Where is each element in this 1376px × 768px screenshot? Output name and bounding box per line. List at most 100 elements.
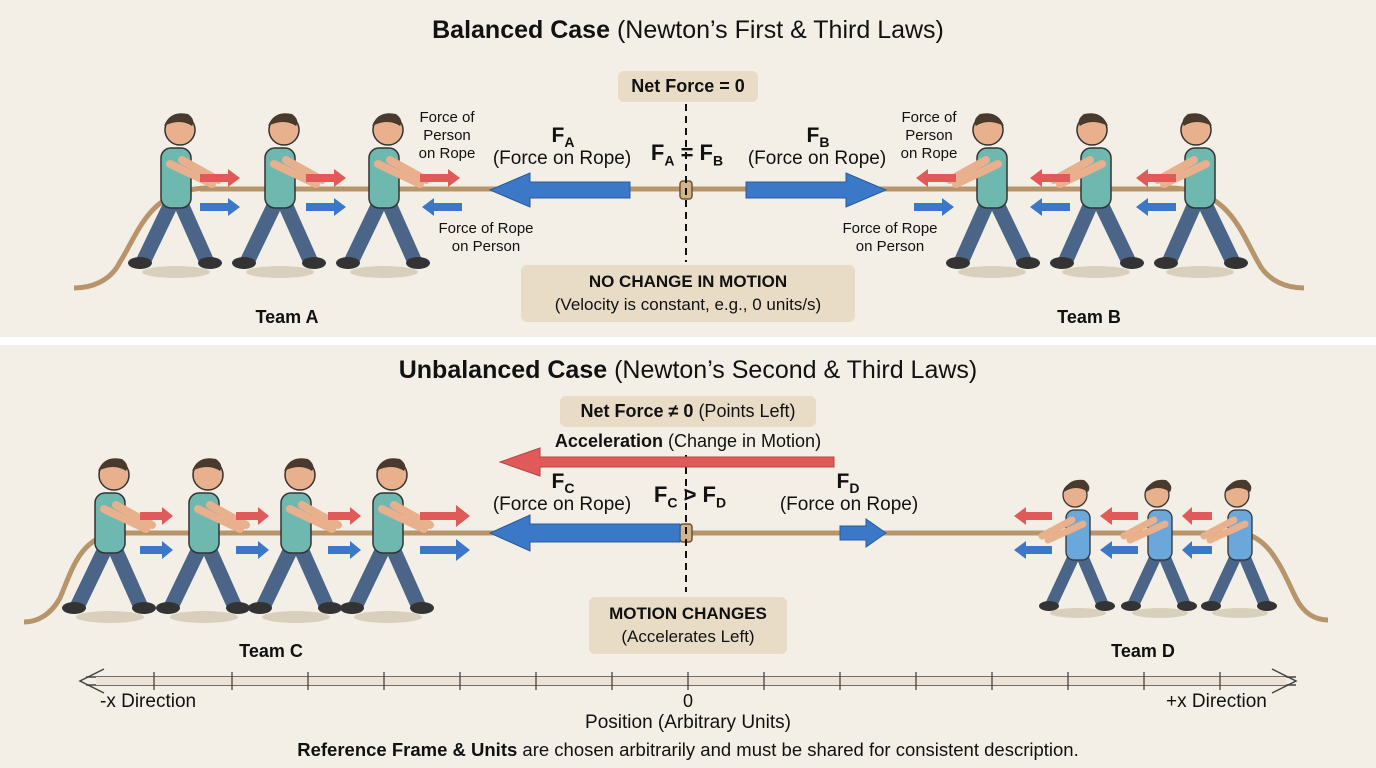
force-d-label: FD <box>770 470 926 496</box>
acceleration-label: Acceleration (Change in Motion) <box>538 431 838 452</box>
cmp-left: F <box>653 482 668 507</box>
cmp-left-sub: C <box>667 494 678 511</box>
balanced-title-bold: Balanced Case <box>432 16 610 44</box>
unbalanced-title: Unbalanced Case (Newton’s Second & Third… <box>0 356 1376 385</box>
arrow-left-icon <box>1100 541 1138 559</box>
arrow-left-icon <box>1030 169 1070 187</box>
eq-left-sub: A <box>664 152 675 169</box>
arrow-left-icon <box>422 198 462 216</box>
force-b-sub: B <box>819 134 830 151</box>
por-left-l3: on Rope <box>418 145 476 162</box>
team-a-label: Team A <box>255 307 319 327</box>
team-b-label: Team B <box>1057 307 1121 327</box>
arrow-right-icon <box>200 198 240 216</box>
force-d-desc: (Force on Rope) <box>779 494 919 515</box>
panel-divider <box>0 337 1376 345</box>
eq-right-sub: B <box>713 152 724 169</box>
no-change-sub: (Velocity is constant, e.g., 0 units/s) <box>554 295 822 314</box>
force-c-arrow <box>488 514 681 552</box>
force-a-letter: F <box>551 124 565 147</box>
arrow-right-icon <box>236 541 269 559</box>
force-a-sub: A <box>564 134 575 151</box>
reference-note-bold: Reference Frame & Units <box>297 739 518 760</box>
force-c-desc: (Force on Rope) <box>492 494 632 515</box>
person-icon <box>1154 113 1248 278</box>
force-c-letter: F <box>551 470 565 493</box>
eq-right: F <box>699 140 713 165</box>
arrow-left-icon <box>1136 169 1176 187</box>
force-a-arrow <box>488 172 631 208</box>
person-icon <box>248 458 342 623</box>
arrow-right-icon <box>914 198 954 216</box>
accel-rest: (Change in Motion) <box>667 431 822 451</box>
rop-right-l2: on Person <box>855 238 925 255</box>
cmp-op: > <box>683 482 697 507</box>
equality-label: FA = FB <box>645 140 729 168</box>
no-change-heading: NO CHANGE IN MOTION <box>588 272 788 291</box>
arrow-left-icon <box>1100 507 1138 525</box>
team-d-label: Team D <box>1111 641 1175 661</box>
por-right-l2: Person <box>905 127 953 144</box>
reference-note: Reference Frame & Units are chosen arbit… <box>0 739 1376 761</box>
por-right-l3: on Rope <box>900 145 958 162</box>
team-a-small-arrows <box>200 169 462 216</box>
force-d-arrow <box>839 518 887 548</box>
force-b-arrow <box>745 172 888 208</box>
rop-right-l1: Force of Rope <box>842 220 938 237</box>
arrow-left-icon <box>78 668 105 694</box>
person-icon <box>340 458 434 623</box>
force-a-label: FA <box>490 124 636 150</box>
person-icon <box>232 113 326 278</box>
arrow-left-icon <box>1014 541 1052 559</box>
person-icon <box>156 458 250 623</box>
axis-zero-label: 0 <box>682 691 693 711</box>
force-c-label: FC <box>490 470 636 496</box>
motion-changes-heading: MOTION CHANGES <box>609 604 767 623</box>
axis-right-label: +x Direction <box>1166 691 1267 712</box>
unbalanced-title-bold: Unbalanced Case <box>398 356 608 384</box>
motion-changes-box: MOTION CHANGES (Accelerates Left) <box>589 597 787 654</box>
rope-left-tail-bottom <box>23 530 119 625</box>
por-left-l1: Force of <box>419 109 475 126</box>
eq-left: F <box>650 140 665 165</box>
force-a-desc: (Force on Rope) <box>492 148 632 169</box>
force-b-label: FB <box>740 124 896 150</box>
arrow-left-icon <box>1030 198 1070 216</box>
rope-right-tail-bottom <box>1239 530 1329 623</box>
arrow-right-icon <box>236 507 269 525</box>
arrow-left-icon <box>1136 198 1176 216</box>
force-c-sub: C <box>564 480 575 497</box>
comparison-label: FC > FD <box>645 482 735 510</box>
por-right-l1: Force of <box>901 109 957 126</box>
cmp-right: F <box>702 482 716 507</box>
net-nonzero-rest: (Points Left) <box>698 401 796 421</box>
rop-left-l2: on Person <box>451 238 521 255</box>
net-force-nonzero-box: Net Force ≠ 0 (Points Left) <box>560 396 816 427</box>
arrow-left-icon <box>916 169 956 187</box>
net-nonzero-bold: Net Force ≠ 0 <box>580 401 694 421</box>
unbalanced-title-rest: (Newton’s Second & Third Laws) <box>614 356 978 384</box>
team-c-small-arrows <box>140 505 470 561</box>
arrow-right-icon <box>328 507 361 525</box>
arrow-right-icon <box>420 169 460 187</box>
net-force-zero-box: Net Force = 0 <box>618 71 758 102</box>
cmp-right-sub: D <box>716 494 727 511</box>
position-axis <box>78 668 1298 694</box>
balanced-title: Balanced Case (Newton’s First & Third La… <box>0 16 1376 45</box>
force-b-desc: (Force on Rope) <box>747 148 887 169</box>
force-d-sub: D <box>849 480 860 497</box>
reference-note-rest: are chosen arbitrarily and must be share… <box>517 739 1079 760</box>
team-d-small-arrows <box>1014 507 1212 559</box>
arrow-right-icon <box>420 505 470 527</box>
acceleration-arrow <box>498 447 835 477</box>
arrow-left-icon <box>1182 541 1212 559</box>
axis-left-label: -x Direction <box>100 691 197 712</box>
arrow-right-icon <box>328 541 361 559</box>
por-left-l2: Person <box>423 127 471 144</box>
no-change-box: NO CHANGE IN MOTION (Velocity is constan… <box>521 265 855 322</box>
